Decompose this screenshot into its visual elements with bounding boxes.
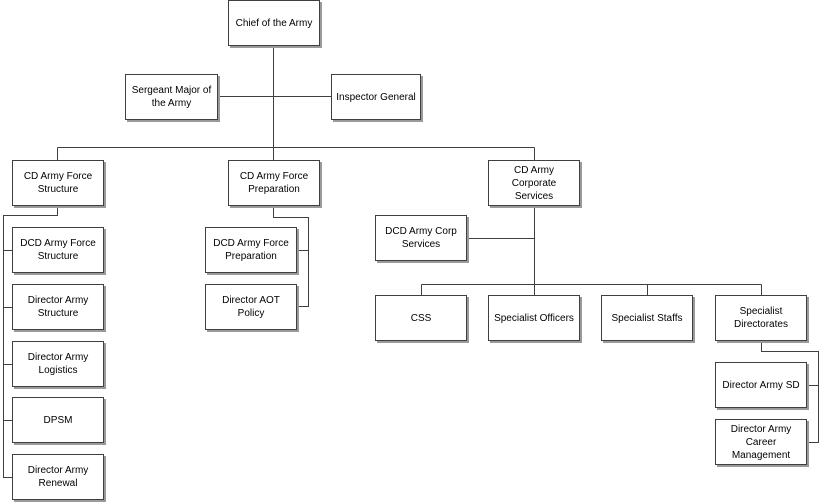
connector-force-structure-spine [3, 206, 58, 478]
node-dcd-army-corp-services: DCD Army Corp Services [375, 215, 467, 261]
connector-force-preparation-spine [273, 206, 309, 307]
node-director-army-structure: Director Army Structure [12, 284, 104, 330]
node-dpsm: DPSM [12, 397, 104, 443]
node-label: Inspector General [336, 91, 416, 103]
node-label: Specialist Directorates [734, 306, 788, 330]
node-label: Director Army Renewal [27, 465, 89, 489]
node-specialist-staffs: Specialist Staffs [601, 295, 693, 341]
node-label: Sergeant Major of the Army [131, 85, 212, 109]
node-chief-of-the-army: Chief of the Army [228, 0, 320, 46]
node-director-army-sd: Director Army SD [715, 362, 807, 408]
node-director-aot-policy: Director AOT Policy [205, 284, 297, 330]
node-sergeant-major: Sergeant Major of the Army [125, 74, 218, 120]
node-label: DPSM [43, 414, 73, 426]
node-label: Chief of the Army [235, 17, 313, 29]
node-dcd-army-force-structure: DCD Army Force Structure [12, 227, 104, 273]
node-label: CD Army Force Structure [23, 171, 93, 195]
node-director-army-renewal: Director Army Renewal [12, 454, 104, 500]
node-cd-army-force-structure: CD Army Force Structure [12, 160, 104, 206]
node-cd-army-corporate-services: CD Army Corporate Services [488, 160, 580, 206]
node-label: CD Army Force Preparation [239, 171, 309, 195]
node-label: DCD Army Force Structure [20, 238, 96, 262]
node-specialist-officers: Specialist Officers [488, 295, 580, 341]
node-label: Director Army SD [722, 379, 800, 391]
node-css: CSS [375, 295, 467, 341]
node-label: Director AOT Policy [222, 295, 280, 319]
node-label: Specialist Staffs [611, 312, 683, 324]
node-label: Specialist Officers [494, 312, 574, 324]
node-dcd-army-force-preparation: DCD Army Force Preparation [205, 227, 297, 273]
node-director-army-career-management: Director Army Career Management [715, 419, 807, 465]
node-label: DCD Army Corp Services [385, 226, 457, 250]
node-cd-army-force-preparation: CD Army Force Preparation [228, 160, 320, 206]
node-label: CSS [410, 312, 432, 324]
node-label: DCD Army Force Preparation [213, 238, 289, 262]
node-label: Director Army Logistics [27, 352, 89, 376]
node-label: Director Army Career Management [730, 423, 792, 461]
node-label: CD Army Corporate Services [511, 164, 557, 202]
node-specialist-directorates: Specialist Directorates [715, 295, 807, 341]
node-label: Director Army Structure [27, 295, 89, 319]
node-director-army-logistics: Director Army Logistics [12, 341, 104, 387]
node-inspector-general: Inspector General [331, 74, 421, 120]
